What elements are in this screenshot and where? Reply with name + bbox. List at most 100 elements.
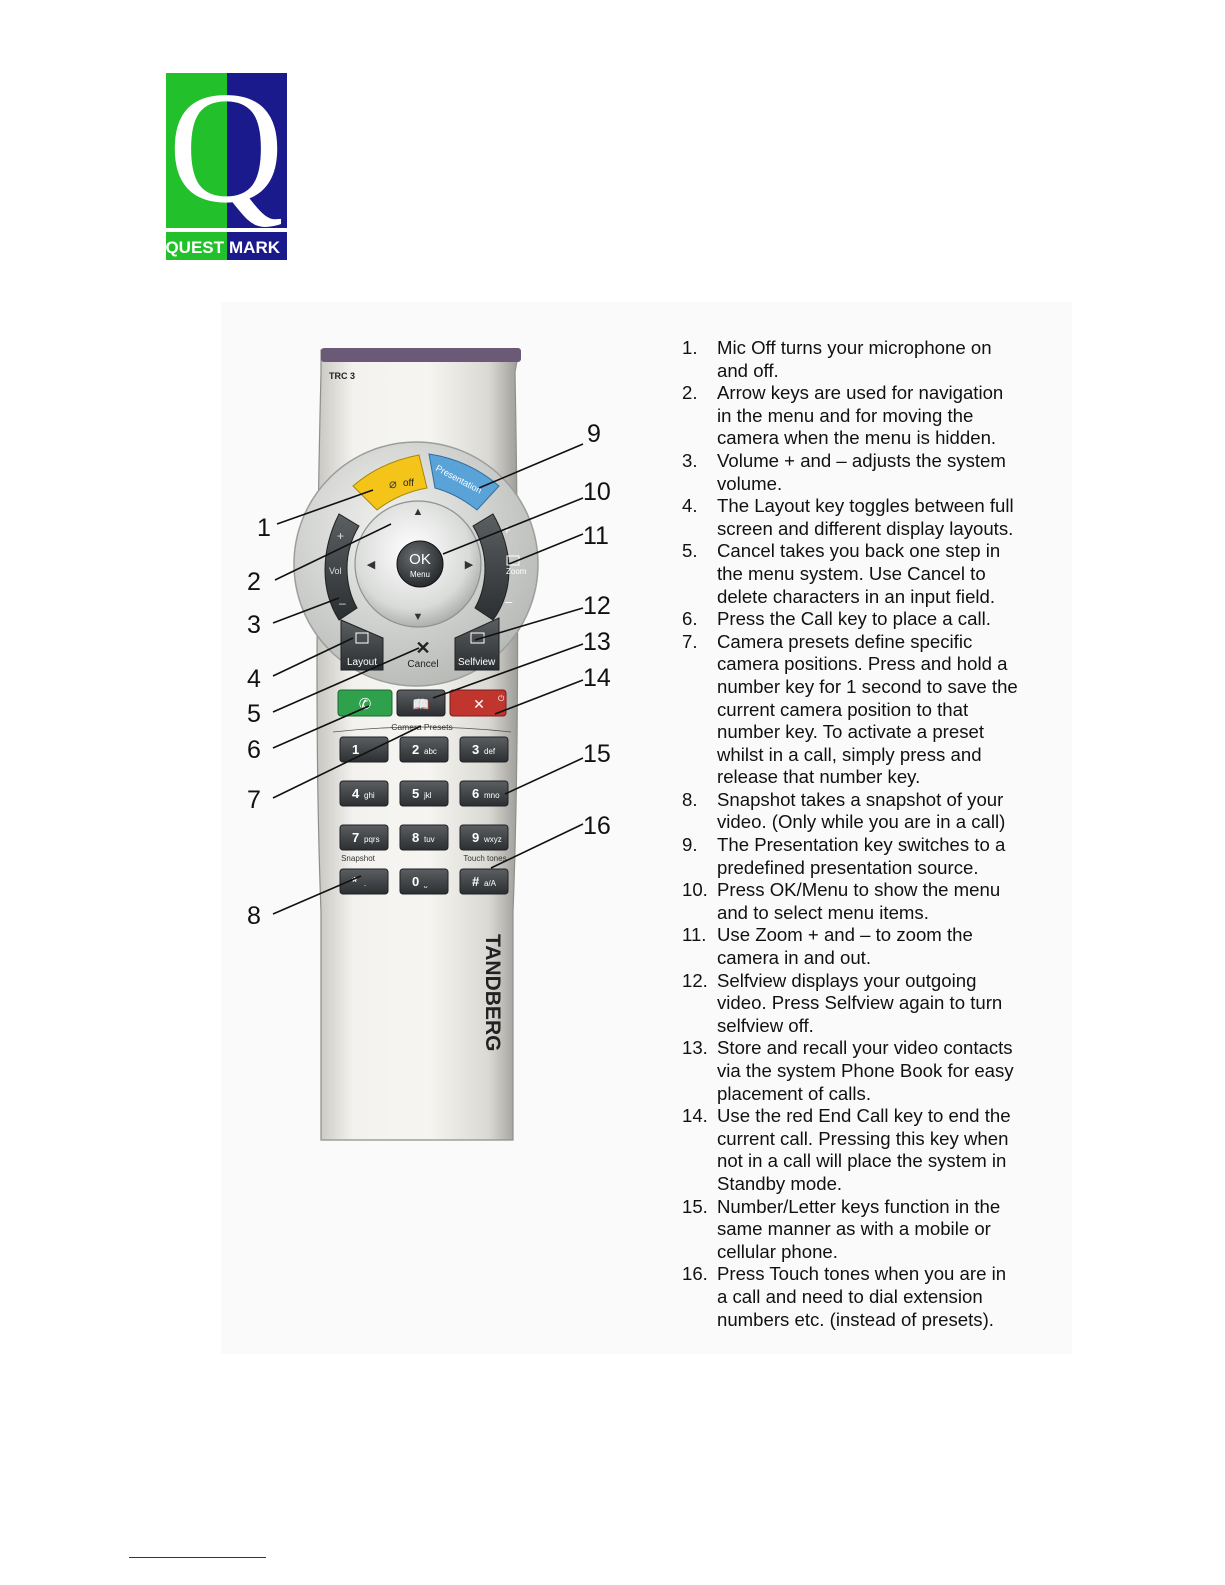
instruction-text-line: screen and different display layouts. (717, 517, 1014, 539)
instruction-text-line: camera in and out. (717, 947, 872, 969)
number-key-letters: mno (484, 791, 500, 800)
volume-minus-label: – (339, 596, 346, 610)
instruction-text-line: delete characters in an input field. (717, 585, 996, 607)
arrow-left-icon[interactable]: ◀ (367, 559, 376, 571)
instruction-text-line: Snapshot takes a snapshot of your (717, 788, 1004, 810)
camera-presets-label: Camera Presets (391, 722, 452, 732)
instruction-text-line: whilst in a call, simply press and (717, 743, 982, 765)
instruction-text-line: release that number key. (717, 766, 921, 788)
layout-key[interactable]: Layout (340, 619, 384, 671)
number-key-3[interactable]: 3 def (459, 736, 509, 763)
selfview-key[interactable]: Selfview (454, 617, 500, 671)
selfview-label: Selfview (458, 657, 496, 668)
number-key-digit: # (472, 874, 480, 889)
mic-off-key[interactable]: off ⌀ (352, 454, 428, 511)
number-key-9[interactable]: 9 wxyz (459, 824, 509, 851)
callout-11: 11 (583, 522, 609, 550)
number-key-letters: tuv (424, 835, 435, 844)
end-call-key[interactable]: ✕ ⏻ (449, 689, 507, 717)
instruction-number: 3. (682, 449, 698, 471)
number-key-letters: . (364, 879, 366, 888)
instruction-text-line: Mic Off turns your microphone on (717, 337, 992, 358)
instruction-number: 9. (682, 834, 698, 856)
callout-numbers: 1 2 3 4 5 6 7 8 9 10 11 12 13 14 15 16 (247, 420, 611, 930)
cancel-x-icon: ✕ (415, 638, 430, 658)
phonebook-icon: 📖 (412, 696, 429, 712)
instruction-text-line: camera when the menu is hidden. (717, 427, 997, 449)
callout-5: 5 (247, 700, 261, 728)
instruction-text-line: Arrow keys are used for navigation (717, 382, 1004, 404)
instruction-number: 5. (682, 540, 698, 562)
instruction-text-line: Press Touch tones when you are in (717, 1263, 1007, 1285)
callout-2: 2 (247, 568, 261, 596)
number-key-digit: 5 (412, 786, 419, 801)
arrow-down-icon[interactable]: ▼ (413, 611, 424, 623)
logo-letter: Q (168, 73, 284, 236)
number-key-digit: 1 (352, 742, 359, 757)
zoom-key[interactable]: + Zoom – (472, 513, 527, 621)
instruction-number: 14. (682, 1105, 708, 1127)
instruction-text-line: Store and recall your video contacts (717, 1037, 1013, 1059)
instruction-text-line: Selfview displays your outgoing (717, 969, 977, 991)
phonebook-key[interactable]: 📖 (396, 689, 446, 717)
instruction-text-line: The Presentation key switches to a (717, 834, 1006, 856)
mic-muted-icon: ⌀ (389, 476, 397, 491)
layout-label: Layout (347, 657, 377, 668)
callout-9: 9 (587, 420, 601, 448)
callout-6: 6 (247, 736, 261, 764)
instruction-text-line: same manner as with a mobile or (717, 1218, 991, 1240)
number-key-letters: def (484, 747, 496, 756)
instruction-text-line: the menu system. Use Cancel to (717, 562, 986, 584)
number-key-digit: 7 (352, 830, 359, 845)
instruction-text-line: video. Press Selfview again to turn (717, 992, 1003, 1014)
callout-1: 1 (257, 514, 271, 542)
instruction-text-line: Use the red End Call key to end the (717, 1105, 1011, 1127)
number-key-letters: wxyz (483, 835, 502, 844)
instruction-text-line: Press the Call key to place a call. (717, 608, 991, 630)
arrow-up-icon[interactable]: ▲ (413, 506, 424, 518)
arrow-right-icon[interactable]: ▶ (465, 559, 474, 571)
instruction-number: 2. (682, 382, 698, 404)
cancel-key[interactable]: ✕ Cancel (407, 638, 438, 670)
instruction-number: 7. (682, 630, 698, 652)
instruction-item: 6. Press the Call key to place a call. (682, 608, 1062, 631)
number-key-7[interactable]: 7 pqrs (339, 824, 389, 851)
number-key-letters: ⎵ (424, 879, 428, 888)
instruction-number: 6. (682, 608, 698, 630)
cancel-label: Cancel (407, 659, 438, 670)
instruction-number: 15. (682, 1195, 708, 1217)
instruction-text-line: number key for 1 second to save the (717, 675, 1018, 697)
ok-menu-key[interactable]: OK Menu (396, 540, 444, 588)
snapshot-label: Snapshot (341, 854, 376, 863)
call-key[interactable]: ✆ (337, 689, 393, 717)
instruction-text-line: and to select menu items. (717, 901, 929, 923)
instruction-number: 16. (682, 1263, 708, 1285)
standby-icon: ⏻ (498, 694, 505, 703)
instruction-text-line: number key. To activate a preset (717, 721, 984, 743)
instruction-number: 1. (682, 337, 698, 358)
number-key-digit: 3 (472, 742, 479, 757)
number-key-star[interactable]: *. (339, 868, 389, 895)
ok-label: OK (409, 551, 431, 568)
callout-12: 12 (583, 592, 611, 620)
remote-figure: TRC 3 off ⌀ Presentation + Vol – + Zoom (221, 302, 1072, 1354)
number-key-hash[interactable]: #a/A (459, 868, 509, 895)
zoom-minus-label: – (505, 594, 513, 609)
number-key-letters: pqrs (364, 835, 380, 844)
number-key-digit: 9 (472, 830, 479, 845)
number-key-0[interactable]: 0⎵ (399, 868, 449, 895)
number-key-1[interactable]: 1 (339, 736, 389, 763)
